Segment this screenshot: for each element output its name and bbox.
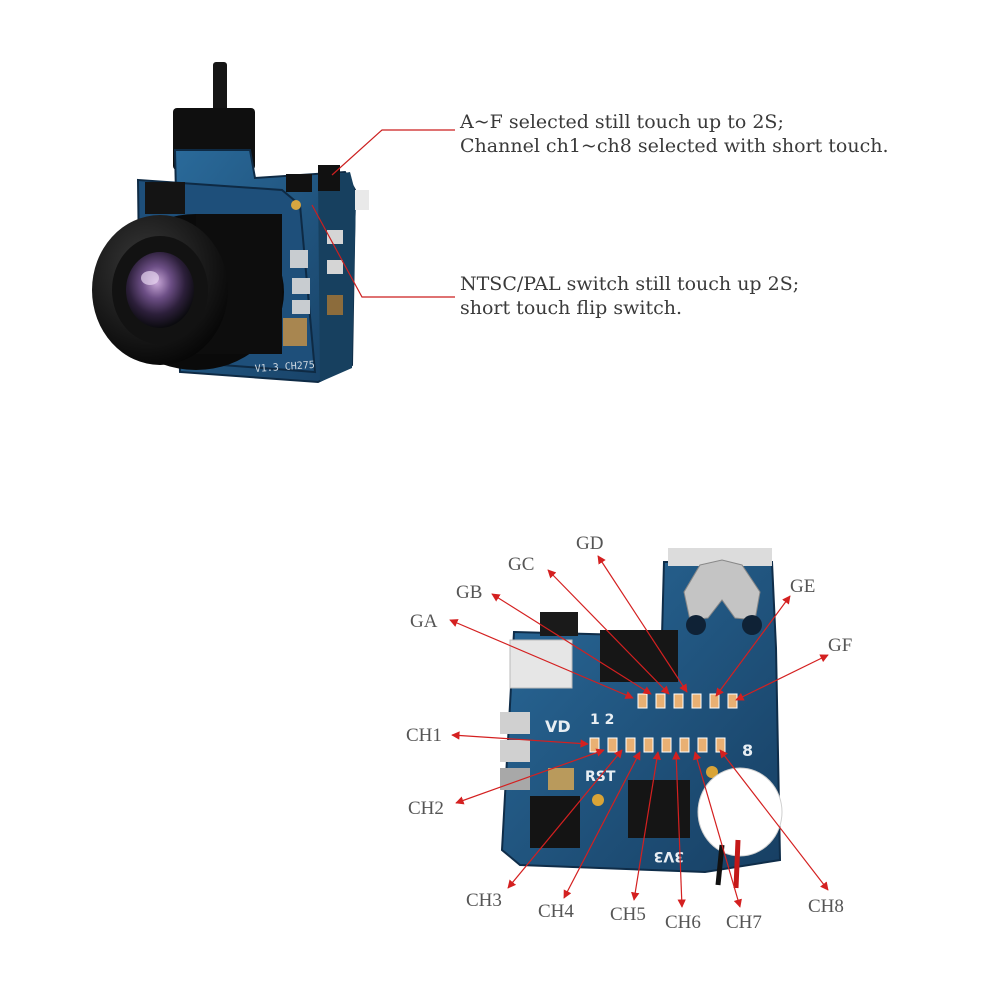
leader-line-bottom xyxy=(311,204,455,298)
rf-chip xyxy=(600,630,678,682)
capacitor xyxy=(327,295,343,315)
leader-line-top xyxy=(331,129,455,176)
channel-label-ch4: CH4 xyxy=(538,901,574,922)
mcu-chip xyxy=(628,780,690,838)
channel-arrow-ch5 xyxy=(631,751,661,901)
capacitor xyxy=(283,318,307,346)
mode-button xyxy=(318,165,340,191)
channel-label-ch3: CH3 xyxy=(466,890,502,911)
channel-arrow-ch8 xyxy=(719,749,829,891)
side-pad xyxy=(500,712,530,734)
side-pad xyxy=(500,768,530,790)
top-note-line2: Channel ch1~ch8 selected with short touc… xyxy=(460,135,889,157)
led-ga xyxy=(637,693,648,709)
band-marks-silkscreen: 1 2 xyxy=(590,712,614,728)
power-wire-red xyxy=(733,839,741,889)
led-ch5 xyxy=(661,737,672,753)
antenna-mount xyxy=(668,548,772,566)
channel-label-ch1: CH1 xyxy=(406,725,442,746)
solder-pad xyxy=(291,200,301,210)
regulator-chip xyxy=(530,796,580,848)
connector-pin xyxy=(355,190,369,210)
black-chip xyxy=(145,182,185,214)
smd-component xyxy=(290,250,308,268)
group-label-ga: GA xyxy=(410,611,438,632)
channel-arrow-ch6 xyxy=(672,751,686,908)
bottom-note-line1: NTSC/PAL switch still touch up 2S; xyxy=(460,273,800,295)
group-label-gf: GF xyxy=(828,635,852,656)
mount-hole xyxy=(686,615,706,635)
channel-label-ch6: CH6 xyxy=(665,912,701,933)
led-ch2 xyxy=(607,737,618,753)
channel-label-ch5: CH5 xyxy=(610,904,646,925)
top-note: A~F selected still touch up to 2S; Chann… xyxy=(460,110,889,158)
smd-component xyxy=(292,278,310,294)
antenna-wire xyxy=(213,62,227,112)
channel-label-ch8: CH8 xyxy=(808,896,844,917)
smd-component xyxy=(327,260,343,274)
group-arrow-gd xyxy=(597,555,688,693)
group-arrow-gf xyxy=(735,654,829,701)
mount-hole xyxy=(742,615,762,635)
led-gb xyxy=(655,693,666,709)
led-gf xyxy=(727,693,738,709)
side-pad xyxy=(500,740,530,762)
channel-led-row xyxy=(589,737,726,753)
channel-label-ch7: CH7 xyxy=(726,912,762,933)
group-arrow-ge xyxy=(715,595,791,697)
group-label-gd: GD xyxy=(576,533,603,554)
led-ch4 xyxy=(643,737,654,753)
solder-pad xyxy=(592,794,604,806)
led-ch7 xyxy=(697,737,708,753)
channel-button xyxy=(286,174,312,192)
bottom-note: NTSC/PAL switch still touch up 2S; short… xyxy=(460,272,799,320)
led-ch1 xyxy=(589,737,600,753)
band-button xyxy=(540,612,578,636)
channel-arrow-ch1 xyxy=(451,731,589,748)
bottom-note-line2: short touch flip switch. xyxy=(460,297,683,319)
group-label-gb: GB xyxy=(456,582,482,603)
smd-component xyxy=(292,300,310,314)
led-gc xyxy=(673,693,684,709)
callout-arrows xyxy=(449,555,829,908)
capacitor xyxy=(548,768,574,790)
channel-label-ch2: CH2 xyxy=(408,798,444,819)
connector-white xyxy=(509,639,573,689)
led-gd xyxy=(691,693,702,709)
board-edge xyxy=(318,172,356,382)
led-ge xyxy=(709,693,720,709)
channel-arrow-ch4 xyxy=(563,751,641,899)
vid-silkscreen: VD xyxy=(545,717,571,736)
lens-glass xyxy=(126,252,194,328)
lens-reflection xyxy=(141,271,159,285)
vtx-board-illustration: VD 1 2 8 RST 3V3 xyxy=(500,548,783,889)
camera-version-silkscreen: V1.3 CH275 xyxy=(254,360,315,375)
group-label-ge: GE xyxy=(790,576,815,597)
camera-module-illustration: V1.3 CH275 xyxy=(92,62,369,384)
top-note-line1: A~F selected still touch up to 2S; xyxy=(460,111,784,133)
group-label-gc: GC xyxy=(508,554,534,575)
led-ch6 xyxy=(679,737,690,753)
led-ch3 xyxy=(625,737,636,753)
ch-end-silkscreen: 8 xyxy=(742,741,753,760)
